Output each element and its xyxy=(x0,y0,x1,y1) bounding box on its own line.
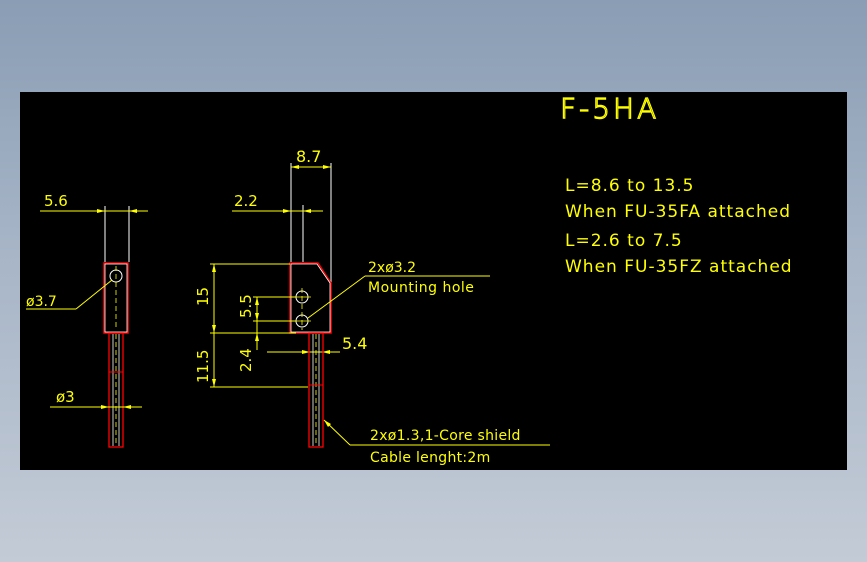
drawing-title: F-5HA xyxy=(560,92,659,125)
dim-left-hole: ø3.7 xyxy=(26,294,57,310)
note-holes: 2xø3.2 xyxy=(368,260,416,276)
dim-height-5-5: 5.5 xyxy=(237,294,255,318)
spec-line-4: When FU-35FZ attached xyxy=(565,257,793,277)
front-view: 8.7 2.2 2xø3.2 Mounting hole 15 11 xyxy=(194,147,550,466)
dim-left-width: 5.6 xyxy=(44,192,68,210)
dim-height-2-4: 2.4 xyxy=(237,348,255,372)
spec-line-3: L=2.6 to 7.5 xyxy=(565,231,683,251)
dim-top-width: 8.7 xyxy=(296,147,321,166)
spec-line-2: When FU-35FA attached xyxy=(565,202,791,222)
spec-line-1: L=8.6 to 13.5 xyxy=(565,176,694,196)
note-cable: 2xø1.3,1-Core shield xyxy=(370,428,521,444)
dim-left-cable: ø3 xyxy=(56,388,75,406)
dim-height-15: 15 xyxy=(194,287,212,306)
dim-height-11-5: 11.5 xyxy=(194,350,212,383)
dim-cable-width: 5.4 xyxy=(342,334,367,353)
dim-hole-offset: 2.2 xyxy=(234,192,258,210)
note-holes-desc: Mounting hole xyxy=(368,280,474,296)
note-cable-length: Cable lenght:2m xyxy=(370,450,491,466)
technical-drawing: F-5HA L=8.6 to 13.5 When FU-35FA attache… xyxy=(26,92,793,466)
side-view: 5.6 ø3.7 ø3 xyxy=(26,192,148,448)
cad-drawing-canvas: F-5HA L=8.6 to 13.5 When FU-35FA attache… xyxy=(20,92,847,470)
